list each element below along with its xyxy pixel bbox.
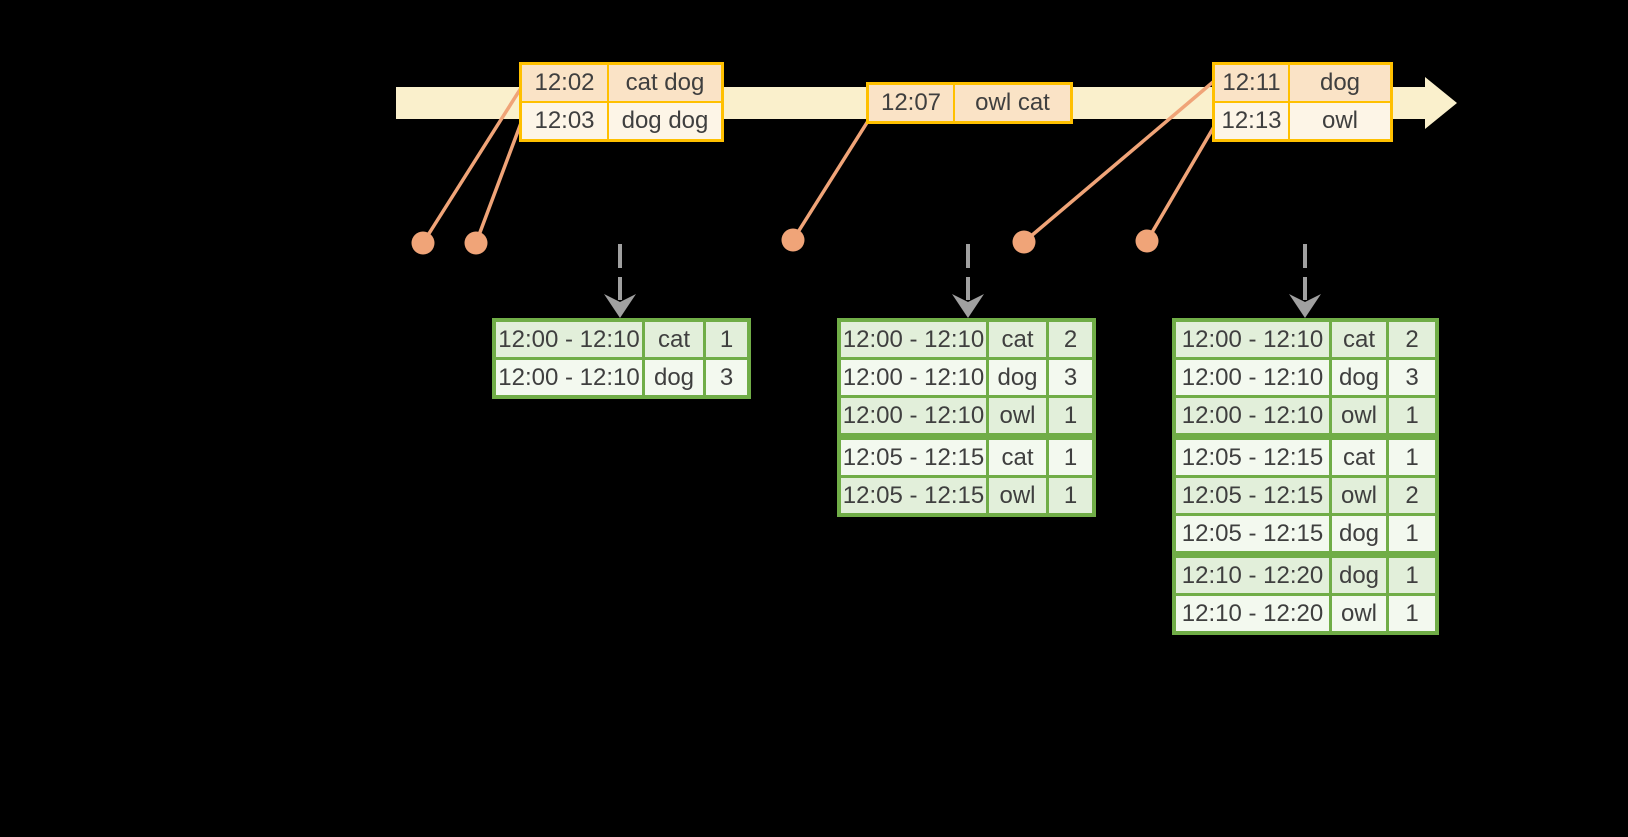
- event-dot-icon: [1135, 229, 1159, 253]
- table-row: 12:00 - 12:10 dog 3: [1176, 360, 1435, 395]
- table-row: 12:00 - 12:10 owl 1: [841, 398, 1092, 433]
- window-cell: 12:10 - 12:20: [1176, 558, 1329, 593]
- result-table-1: 12:00 - 12:10 cat 1 12:00 - 12:10 dog 3: [492, 318, 751, 399]
- table-row: 12:00 - 12:10 cat 2: [1176, 322, 1435, 357]
- word-cell: owl: [989, 398, 1046, 433]
- count-cell: 1: [1389, 440, 1435, 475]
- word-cell: dog: [1332, 360, 1386, 395]
- table-row: 12:00 - 12:10 owl 1: [1176, 398, 1435, 433]
- input-table-2: 12:07 owl cat: [866, 82, 1073, 124]
- word-cell: dog: [1332, 516, 1386, 551]
- count-cell: 3: [1389, 360, 1435, 395]
- count-cell: 1: [1389, 516, 1435, 551]
- word-cell: owl: [989, 478, 1046, 513]
- result-table-3: 12:00 - 12:10 cat 2 12:00 - 12:10 dog 3 …: [1172, 318, 1439, 635]
- window-cell: 12:00 - 12:10: [1176, 360, 1329, 395]
- word-cell: cat: [989, 322, 1046, 357]
- count-cell: 1: [1049, 398, 1092, 433]
- word-cell: owl: [1332, 596, 1386, 631]
- table-row: 12:03 dog dog: [522, 103, 721, 139]
- result-table-2: 12:00 - 12:10 cat 2 12:00 - 12:10 dog 3 …: [837, 318, 1096, 517]
- table-row: 12:10 - 12:20 owl 1: [1176, 596, 1435, 631]
- words-cell: owl cat: [955, 85, 1070, 121]
- word-cell: dog: [1332, 558, 1386, 593]
- event-line: [791, 120, 870, 241]
- count-cell: 1: [1049, 440, 1092, 475]
- word-cell: owl: [1332, 398, 1386, 433]
- table-row: 12:00 - 12:10 cat 2: [841, 322, 1092, 357]
- time-cell: 12:07: [869, 85, 953, 121]
- time-cell: 12:03: [522, 103, 607, 139]
- trigger-arrow-shafts: [618, 244, 1307, 300]
- word-cell: cat: [1332, 440, 1386, 475]
- window-cell: 12:05 - 12:15: [841, 440, 986, 475]
- time-cell: 12:11: [1215, 65, 1288, 101]
- event-line: [1145, 124, 1217, 242]
- event-line: [1022, 80, 1215, 244]
- event-line: [421, 87, 523, 244]
- word-cell: cat: [645, 322, 703, 357]
- table-row: 12:00 - 12:10 dog 3: [841, 360, 1092, 395]
- time-cell: 12:02: [522, 65, 607, 101]
- window-cell: 12:05 - 12:15: [1176, 440, 1329, 475]
- words-cell: dog: [1290, 65, 1390, 101]
- word-cell: dog: [645, 360, 703, 395]
- count-cell: 1: [1389, 398, 1435, 433]
- count-cell: 1: [1049, 478, 1092, 513]
- word-cell: cat: [989, 440, 1046, 475]
- table-row: 12:00 - 12:10 dog 3: [496, 360, 747, 395]
- count-cell: 1: [1389, 558, 1435, 593]
- count-cell: 2: [1049, 322, 1092, 357]
- window-cell: 12:05 - 12:15: [1176, 478, 1329, 513]
- table-row: 12:05 - 12:15 dog 1: [1176, 516, 1435, 551]
- window-cell: 12:00 - 12:10: [841, 398, 986, 433]
- table-row: 12:07 owl cat: [869, 85, 1070, 121]
- count-cell: 2: [1389, 478, 1435, 513]
- table-row: 12:05 - 12:15 cat 1: [1176, 440, 1435, 475]
- trigger-arrowhead-icon: [952, 294, 984, 318]
- count-cell: 1: [706, 322, 747, 357]
- count-cell: 2: [1389, 322, 1435, 357]
- trigger-arrowhead-icon: [604, 294, 636, 318]
- input-table-3: 12:11 dog 12:13 owl: [1212, 62, 1393, 142]
- input-table-1: 12:02 cat dog 12:03 dog dog: [519, 62, 724, 142]
- event-connector-lines: [421, 80, 1217, 244]
- window-cell: 12:00 - 12:10: [496, 322, 642, 357]
- table-row: 12:05 - 12:15 cat 1: [841, 440, 1092, 475]
- word-cell: dog: [989, 360, 1046, 395]
- word-cell: cat: [1332, 322, 1386, 357]
- window-cell: 12:00 - 12:10: [841, 360, 986, 395]
- trigger-arrowheads: [604, 294, 1321, 318]
- table-row: 12:13 owl: [1215, 103, 1390, 139]
- table-row: 12:00 - 12:10 cat 1: [496, 322, 747, 357]
- window-cell: 12:00 - 12:10: [1176, 322, 1329, 357]
- trigger-arrowhead-icon: [1289, 294, 1321, 318]
- table-row: 12:02 cat dog: [522, 65, 721, 101]
- table-row: 12:10 - 12:20 dog 1: [1176, 558, 1435, 593]
- timeline-arrowhead-icon: [1425, 77, 1457, 129]
- event-line: [474, 122, 523, 244]
- window-cell: 12:00 - 12:10: [841, 322, 986, 357]
- event-dot-icon: [1012, 230, 1036, 254]
- window-cell: 12:10 - 12:20: [1176, 596, 1329, 631]
- words-cell: dog dog: [609, 103, 721, 139]
- event-dots: [411, 228, 1159, 255]
- table-row: 12:05 - 12:15 owl 1: [841, 478, 1092, 513]
- words-cell: cat dog: [609, 65, 721, 101]
- word-cell: owl: [1332, 478, 1386, 513]
- window-cell: 12:00 - 12:10: [1176, 398, 1329, 433]
- table-row: 12:11 dog: [1215, 65, 1390, 101]
- event-dot-icon: [781, 228, 805, 252]
- count-cell: 1: [1389, 596, 1435, 631]
- window-cell: 12:00 - 12:10: [496, 360, 642, 395]
- window-cell: 12:05 - 12:15: [1176, 516, 1329, 551]
- count-cell: 3: [1049, 360, 1092, 395]
- event-dot-icon: [411, 231, 435, 255]
- time-cell: 12:13: [1215, 103, 1288, 139]
- window-cell: 12:05 - 12:15: [841, 478, 986, 513]
- table-row: 12:05 - 12:15 owl 2: [1176, 478, 1435, 513]
- event-dot-icon: [464, 231, 488, 255]
- words-cell: owl: [1290, 103, 1390, 139]
- count-cell: 3: [706, 360, 747, 395]
